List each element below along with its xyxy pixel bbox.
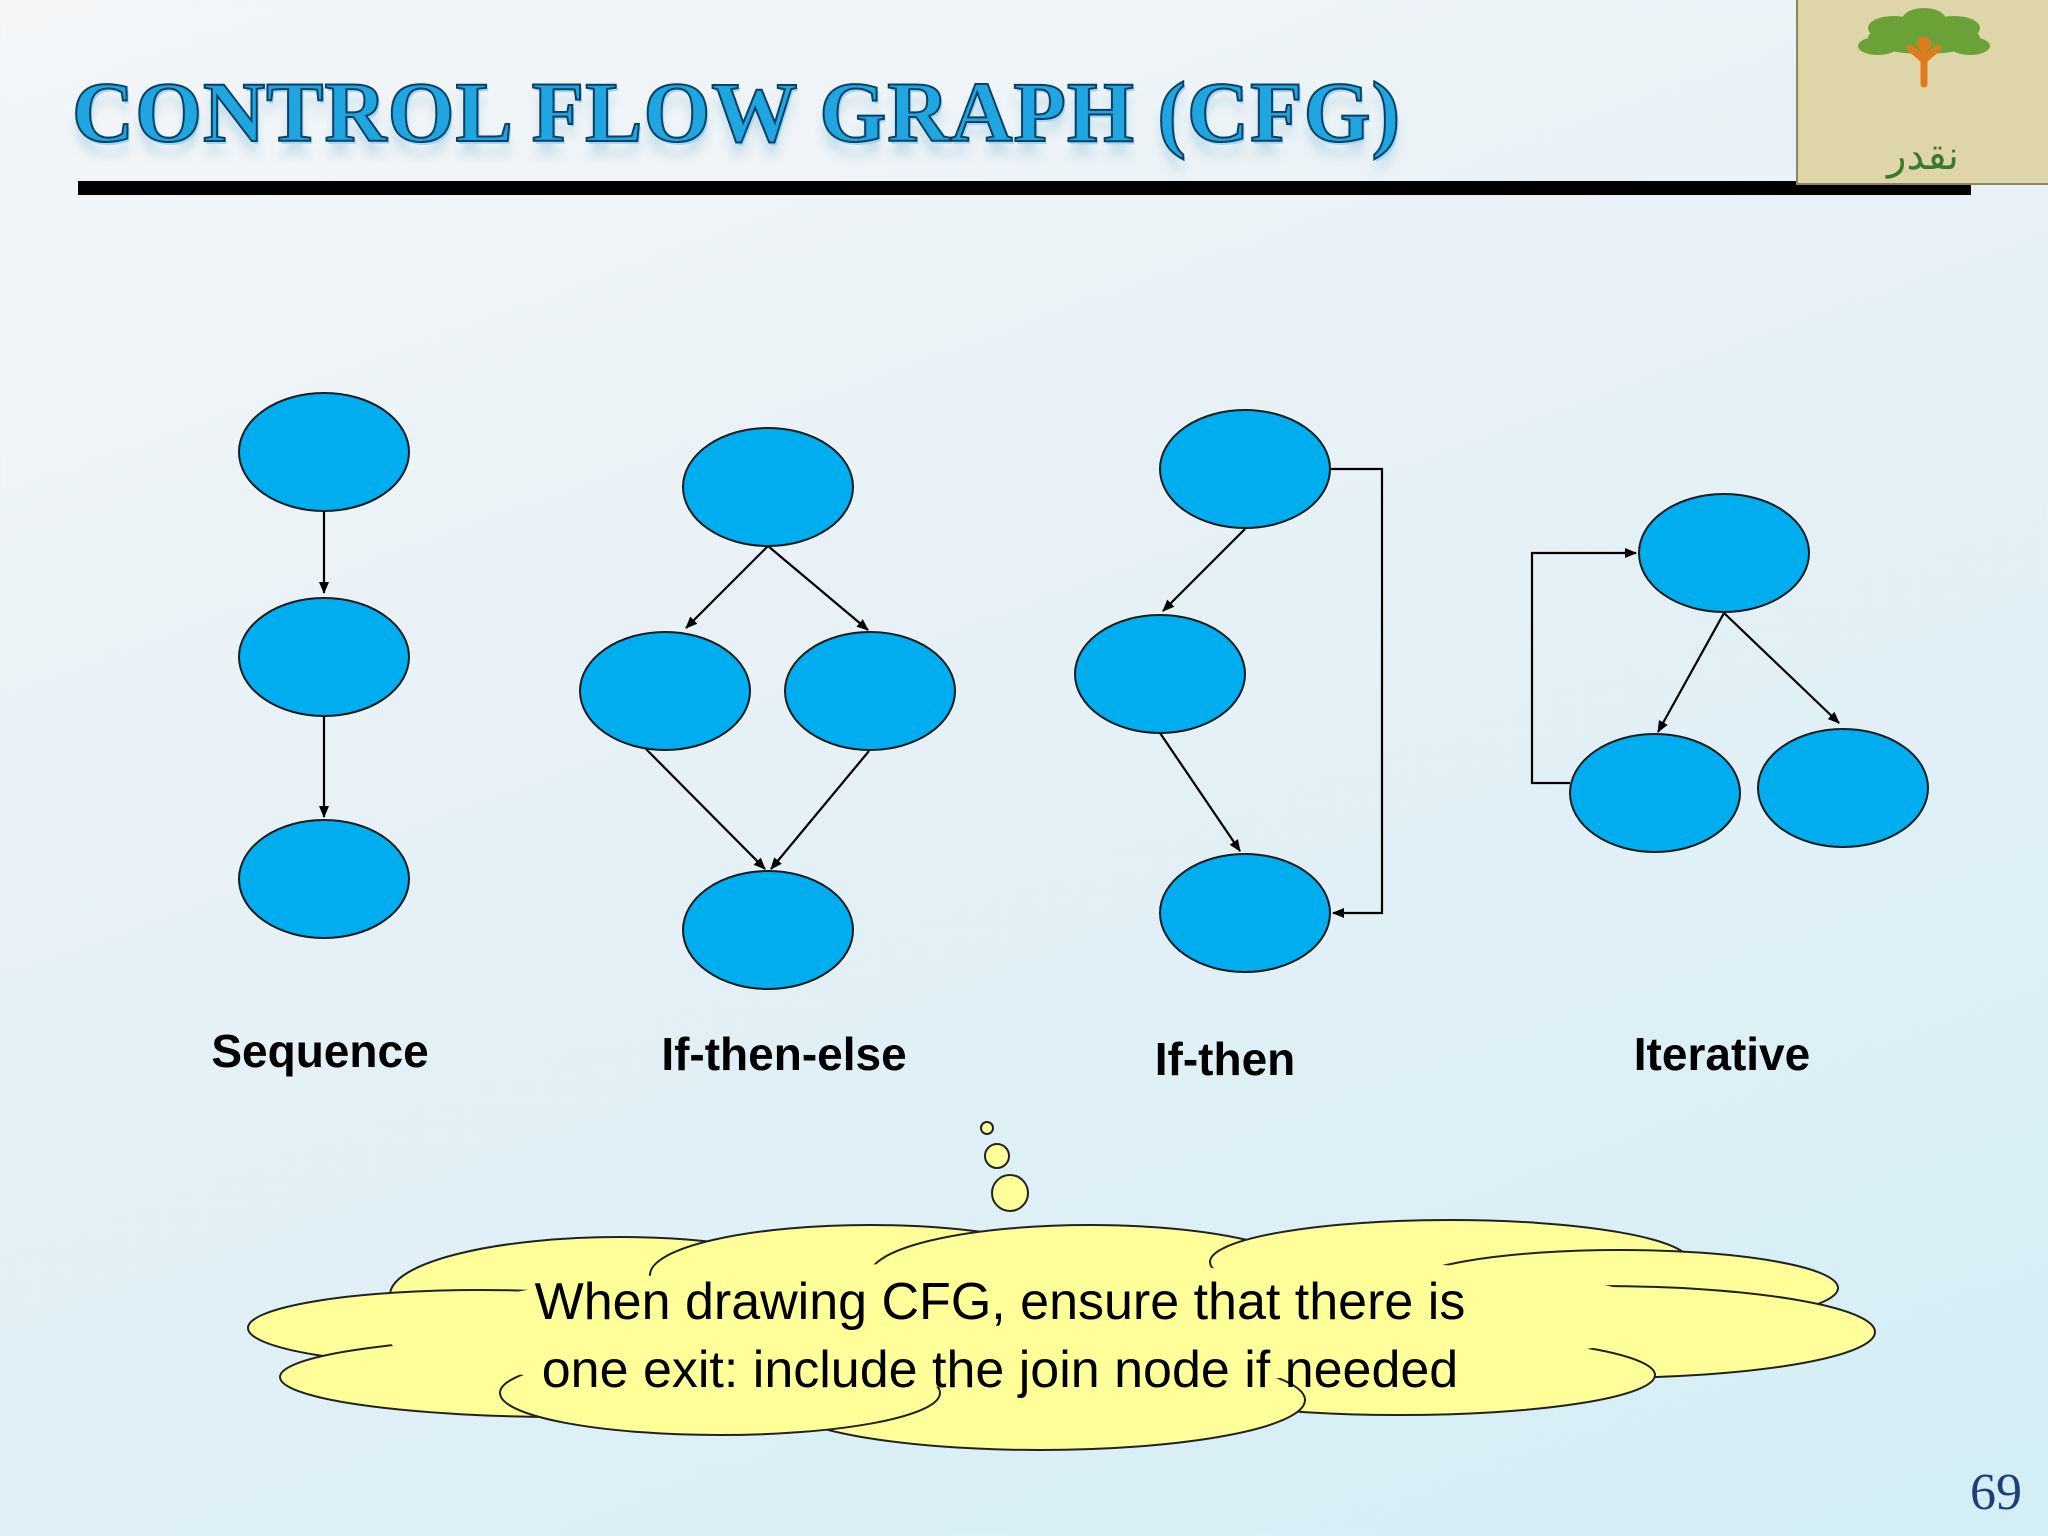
edge <box>770 750 870 870</box>
graph-node <box>784 631 956 751</box>
graph-node <box>1074 614 1246 734</box>
graph-node <box>1159 409 1331 529</box>
callout-text: When drawing CFG, ensure that there is o… <box>390 1268 1610 1404</box>
graph-node <box>682 427 854 547</box>
label-iterative: Iterative <box>1633 1028 1811 1080</box>
iterative-graph <box>1530 493 1929 853</box>
sequence-graph <box>238 392 410 939</box>
graph-node <box>579 631 751 751</box>
label-if-then-else: If-then-else <box>661 1028 907 1080</box>
tree-logo-icon <box>1858 8 1990 88</box>
thought-bubble-dot <box>980 1121 994 1135</box>
edge <box>1657 612 1725 733</box>
graph-node <box>1638 493 1810 613</box>
edge <box>1159 732 1241 852</box>
graph-node <box>1569 733 1741 853</box>
graph-node <box>238 597 410 717</box>
edge <box>645 748 766 870</box>
thought-bubble-dot <box>984 1143 1010 1169</box>
edge <box>767 545 869 631</box>
graph-node <box>682 870 854 990</box>
edge <box>1330 467 1384 918</box>
graph-node <box>238 392 410 512</box>
callout-line-1: When drawing CFG, ensure that there is <box>534 1273 1466 1331</box>
logo: نقدر <box>1796 0 2048 185</box>
graph-node <box>1159 853 1331 973</box>
page-number: 69 <box>1970 1464 2022 1521</box>
graph-node <box>1757 728 1929 848</box>
edge <box>1162 528 1246 612</box>
if-then-else-graph <box>579 427 956 990</box>
thought-bubble-dot <box>991 1174 1029 1212</box>
slide-title: CONTROL FLOW GRAPH (CFG) <box>71 63 1402 161</box>
label-sequence: Sequence <box>211 1025 429 1077</box>
label-if-then: If-then <box>1154 1033 1296 1085</box>
logo-text: نقدر <box>1887 133 1959 179</box>
edge <box>1723 612 1840 724</box>
callout-line-2: one exit: include the join node if neede… <box>541 1341 1459 1399</box>
if-then-graph <box>1074 409 1384 973</box>
graph-node <box>238 819 410 939</box>
edge <box>685 545 769 629</box>
thought-callout <box>247 1121 1876 1451</box>
edge <box>1530 548 1637 785</box>
title-underline <box>78 181 1971 195</box>
